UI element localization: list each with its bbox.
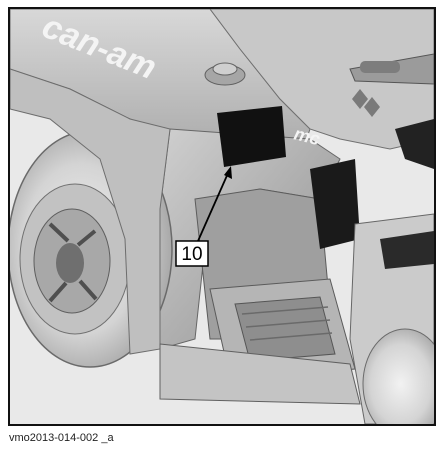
grip [360,61,400,73]
callout-number: 10 [181,244,202,265]
fender-liner [10,68,171,355]
callout-leader-line [197,170,230,242]
callout-arrowhead [224,166,232,179]
dark-trim [395,119,434,169]
footrest-grid [234,296,336,362]
logo-diamond [364,97,380,117]
logo-diamond [352,89,368,109]
lower-frame [159,343,361,405]
rear-wheel [362,328,434,424]
vehicle-illustration: can-am mc [8,7,436,426]
rear-decal-strip [380,231,434,269]
dark-vent [310,159,360,249]
hood-panel [209,9,434,150]
callout-box [175,240,209,267]
atv-side-view: can-am mc [10,9,434,424]
registration-decal-area [217,106,286,167]
fuel-cap-top [212,62,238,76]
figure-caption: vmo2013-014-002 _a [9,432,114,444]
